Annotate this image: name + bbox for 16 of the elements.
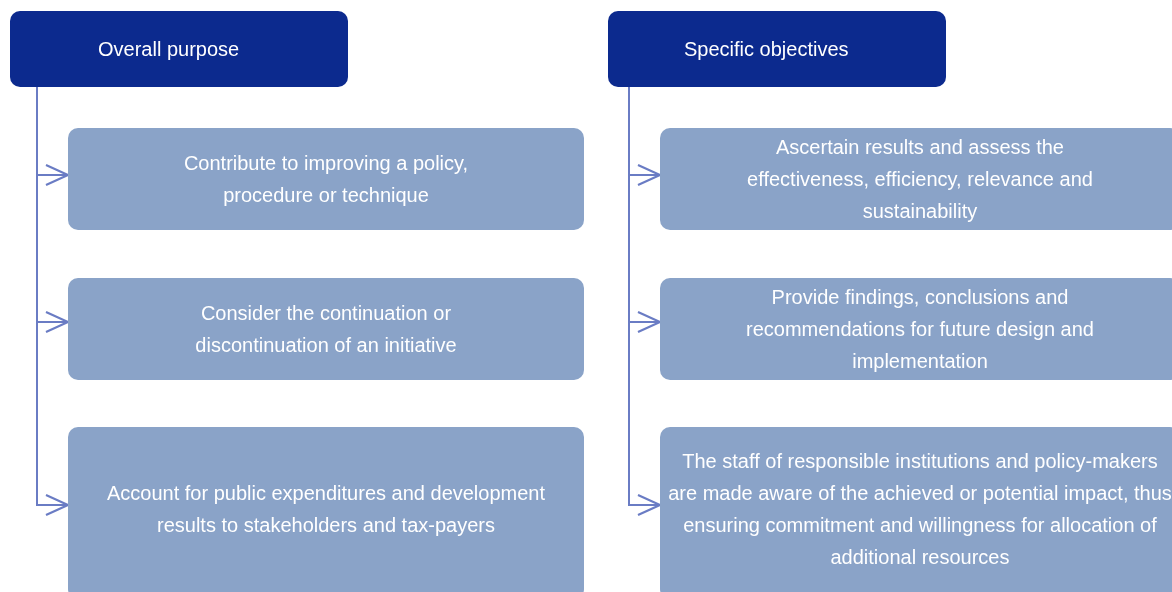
header-box xyxy=(10,11,348,87)
objective-box xyxy=(68,128,584,230)
objective-box xyxy=(660,278,1172,380)
box-text: Account for public expenditures and development results to stakeholders and tax-payers xyxy=(105,481,547,538)
box-text: Provide findings, conclusions and recommendations for future design and implementation xyxy=(745,285,1095,374)
box-text: Consider the continuation or discontinuation of an initiative xyxy=(194,301,458,358)
objective-box xyxy=(660,427,1172,592)
box-text: The staff of responsible institutions and policy-makers are made aware of the achieved or potential impact, thus ensuring commitment and willingness for allocation of additional resources xyxy=(668,449,1172,570)
box-text: Contribute to improving a policy, procedure or technique xyxy=(182,151,470,208)
header-box xyxy=(608,11,946,87)
objective-box xyxy=(660,128,1172,230)
box-text: Ascertain results and assess the effectiveness, efficiency, relevance and sustainability xyxy=(746,135,1094,224)
header-text: Overall purpose xyxy=(98,37,240,62)
objective-box xyxy=(68,427,584,592)
header-text: Specific objectives xyxy=(684,37,849,62)
objective-box xyxy=(68,278,584,380)
